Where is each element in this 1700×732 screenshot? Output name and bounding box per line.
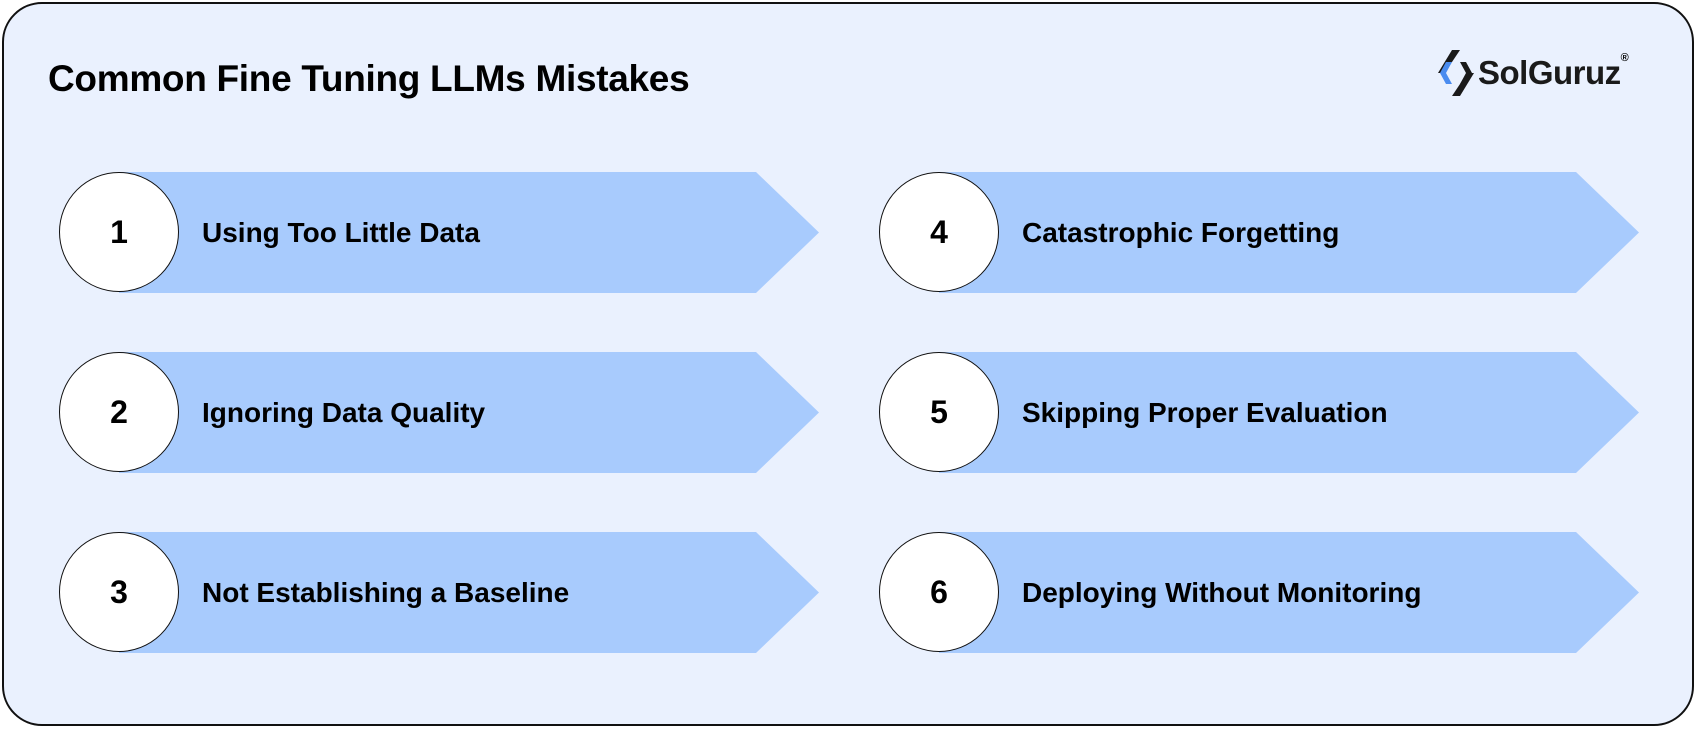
number-circle: 1	[59, 172, 179, 292]
mistake-item-6: 6 Deploying Without Monitoring	[879, 532, 1639, 653]
mistake-label: Skipping Proper Evaluation	[1022, 397, 1388, 428]
page-title: Common Fine Tuning LLMs Mistakes	[48, 58, 690, 99]
mistake-item-5: 5 Skipping Proper Evaluation	[879, 352, 1639, 473]
arrow-band	[119, 352, 819, 473]
registered-mark: ®	[1620, 52, 1629, 64]
mistake-label: Not Establishing a Baseline	[202, 577, 570, 608]
mistake-label: Using Too Little Data	[202, 217, 480, 248]
arrow-band	[119, 532, 819, 653]
arrow-band	[119, 172, 819, 293]
solguruz-logo-icon	[1438, 50, 1474, 96]
mistake-item-4: 4 Catastrophic Forgetting	[879, 172, 1639, 293]
arrow-band	[939, 532, 1639, 653]
number-circle: 5	[879, 352, 999, 472]
brand-logo: SolGuruz ®	[1438, 48, 1629, 98]
mistake-item-1: 1 Using Too Little Data	[59, 172, 819, 293]
number-circle: 2	[59, 352, 179, 472]
brand-name: SolGuruz	[1478, 54, 1621, 91]
arrow-band	[939, 172, 1639, 293]
mistake-label: Deploying Without Monitoring	[1022, 577, 1422, 608]
number-circle: 3	[59, 532, 179, 652]
arrow-band	[939, 352, 1639, 473]
mistake-item-3: 3 Not Establishing a Baseline	[59, 532, 819, 653]
mistake-item-2: 2 Ignoring Data Quality	[59, 352, 819, 473]
mistake-label: Catastrophic Forgetting	[1022, 217, 1340, 248]
number-circle: 4	[879, 172, 999, 292]
number-circle: 6	[879, 532, 999, 652]
mistake-label: Ignoring Data Quality	[202, 397, 486, 428]
